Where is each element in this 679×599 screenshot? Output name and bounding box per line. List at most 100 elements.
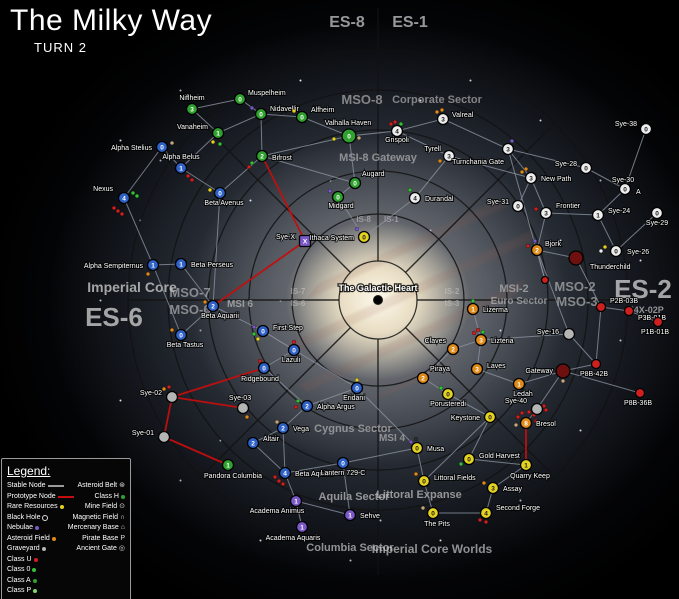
node-label: Turnchania Gate — [452, 159, 504, 166]
sector-label: IS-7 — [291, 287, 306, 296]
map-node-sye40[interactable]: Sye-40 — [504, 397, 549, 416]
map-node-p1b[interactable]: P1B-01B — [640, 316, 670, 337]
map-node-sye01[interactable]: Sye-01 — [131, 429, 171, 444]
node-marker — [568, 250, 584, 266]
resource-dot — [392, 119, 398, 125]
node-marker — [348, 176, 362, 190]
node-label: Niflheim — [179, 95, 204, 102]
map-node-p2b[interactable]: P2B-03B — [595, 297, 639, 313]
node-label: Musa — [427, 446, 444, 453]
map-node-sye02[interactable]: Sye-02 — [139, 384, 179, 404]
map-node-sye16[interactable]: Sye-16 — [536, 327, 576, 341]
node-marker — [634, 387, 646, 399]
map-node-kin1[interactable] — [540, 275, 550, 285]
node-label: Porusteredi — [430, 401, 466, 408]
node-marker — [155, 140, 169, 154]
node-marker — [117, 191, 131, 205]
map-edge — [575, 257, 602, 308]
node-marker — [233, 92, 247, 106]
map-node-p8b36[interactable]: P8B-36B — [623, 387, 653, 408]
map-node-p8b42[interactable]: P8B-42B — [579, 358, 609, 379]
sector-label: ES-1 — [392, 14, 428, 31]
resource-dot — [295, 398, 301, 404]
map-node-gate[interactable]: Gateway — [524, 363, 571, 384]
map-node-sye03[interactable]: Sye-03 — [228, 394, 252, 420]
node-label: Sye-26 — [627, 249, 649, 256]
node-marker — [211, 126, 225, 140]
map-edge — [342, 447, 418, 464]
node-label: Sye-01 — [132, 430, 154, 437]
map-node-thun[interactable]: Thunderchild — [568, 250, 632, 272]
map-node-p3b[interactable]: P3B-01B — [623, 305, 667, 323]
node-label: Sye-02 — [140, 390, 162, 397]
map-edge — [396, 130, 450, 157]
node-number: 0 — [355, 385, 359, 392]
